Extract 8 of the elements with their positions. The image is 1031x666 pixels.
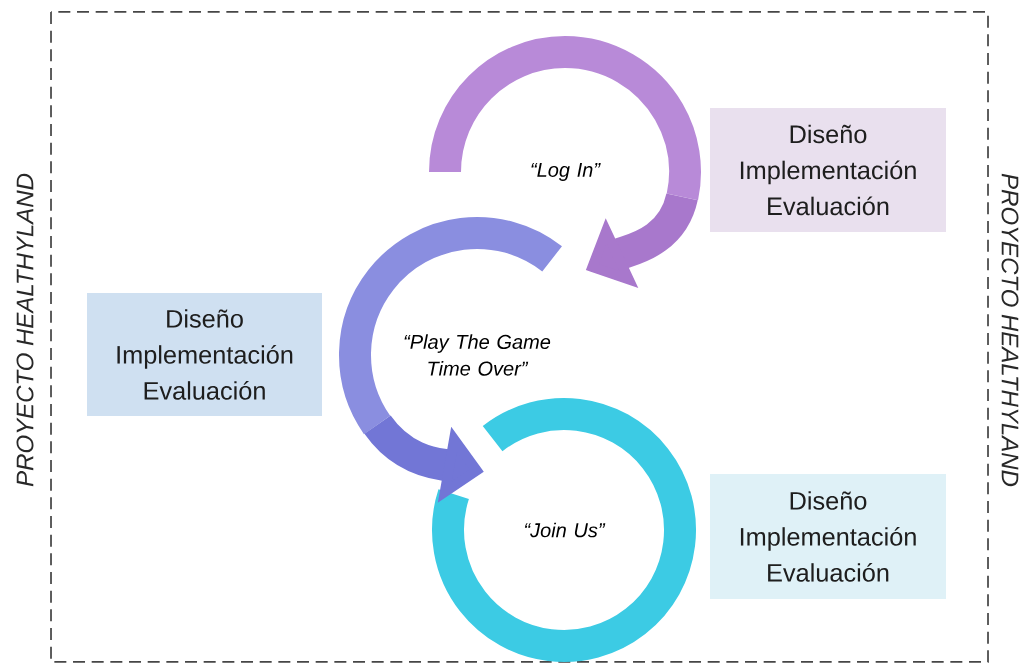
ring-arc: “Play The Game Time Over” [339, 217, 562, 434]
text-box: Diseño Implementación Evaluación [710, 474, 946, 599]
text-box: Diseño Implementación Evaluación [710, 108, 946, 232]
side-label: PROYECTO HEALTHYLAND [16, 173, 34, 487]
side-label: PROYECTO HEALTHYLAND [1001, 173, 1019, 487]
text-box: Diseño Implementación Evaluación [87, 293, 322, 416]
ring-arc: “Join Us” [432, 398, 696, 662]
ring-arc: “Log In” [429, 36, 701, 200]
